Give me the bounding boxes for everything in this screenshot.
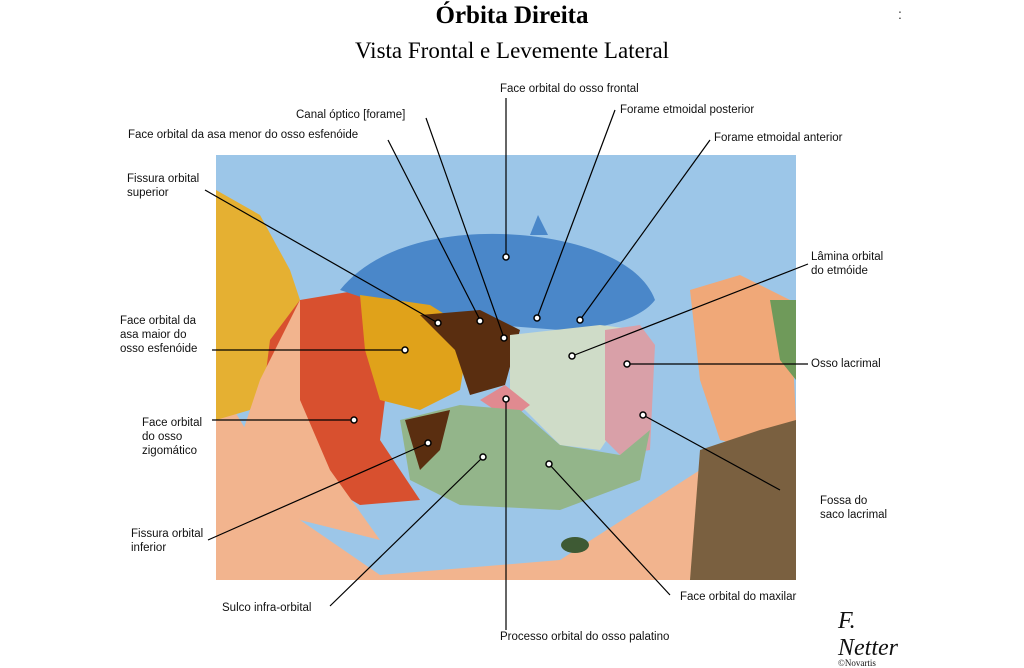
label-face-orbital-zigomatico: Face orbital do osso zigomático <box>142 417 203 457</box>
maxilla-orbital-face <box>400 405 650 510</box>
leader-fissura-superior <box>204 189 439 324</box>
lower-right-shadow <box>690 420 796 580</box>
point-forame-anterior <box>576 316 584 324</box>
netter-signature: F. Netter ©Novartis <box>838 608 908 668</box>
page-title: Órbita Direita <box>435 2 589 29</box>
temporal-region <box>216 190 300 420</box>
stray-mark: : <box>898 6 902 22</box>
label-points <box>350 253 647 468</box>
leader-lamina-etmoide <box>571 263 809 357</box>
leader-canal-optico <box>425 117 505 339</box>
superior-orbital-fissure-shape <box>420 310 520 395</box>
label-osso-lacrimal: Osso lacrimal <box>811 358 881 370</box>
infraorbital-foramen <box>561 537 589 553</box>
lower-bone-region <box>216 380 796 580</box>
point-sulco-infra <box>479 453 487 461</box>
label-sulco-infra-orbital: Sulco infra-orbital <box>222 602 312 614</box>
signature-mark: F. Netter <box>838 608 898 661</box>
nasal-bone <box>690 275 796 450</box>
label-forame-etmoidal-posterior: Forame etmoidal posterior <box>620 104 755 116</box>
point-zigomatico <box>350 416 358 424</box>
label-face-orbital-asa-maior: Face orbital da asa maior do osso esfenó… <box>120 315 198 355</box>
point-fossa-lacrimal <box>639 411 647 419</box>
label-forame-etmoidal-anterior: Forame etmoidal anterior <box>714 132 843 144</box>
point-asa-maior <box>401 346 409 354</box>
leader-fissura-inferior <box>207 442 429 541</box>
nasal-green-edge <box>770 300 796 380</box>
point-face-maxilar <box>545 460 553 468</box>
point-canal-optico <box>500 334 508 342</box>
leader-forame-etmoidal-anterior <box>579 139 711 321</box>
leader-face-maxilar <box>548 463 671 596</box>
frontal-spur <box>530 215 548 235</box>
point-lamina-etmoide <box>568 352 576 360</box>
leader-sulco-infra <box>329 456 484 607</box>
page-subtitle: Vista Frontal e Levemente Lateral <box>354 38 670 63</box>
label-face-orbital-frontal: Face orbital do osso frontal <box>500 83 639 95</box>
label-processo-orbital-palatino: Processo orbital do osso palatino <box>500 631 670 643</box>
point-asa-menor <box>476 317 484 325</box>
label-face-orbital-maxilar: Face orbital do maxilar <box>680 591 797 603</box>
point-fissura-superior <box>434 319 442 327</box>
label-face-orbital-asa-menor: Face orbital da asa menor do osso esfenó… <box>128 129 359 141</box>
zygomatic-rim <box>240 300 380 540</box>
point-forame-posterior <box>533 314 541 322</box>
point-processo-palatino <box>502 395 510 403</box>
point-osso-lacrimal <box>623 360 631 368</box>
lacrimal-bone <box>605 325 655 455</box>
point-face-orbital-frontal <box>502 253 510 261</box>
leader-asa-menor <box>387 139 481 321</box>
label-fossa-saco-lacrimal: Fossa do saco lacrimal <box>820 495 888 521</box>
label-fissura-orbital-superior: Fissura orbital superior <box>127 173 200 199</box>
leader-fossa-lacrimal <box>642 414 781 491</box>
point-fissura-inferior <box>424 439 432 447</box>
label-lamina-orbital-etmoide: Lâmina orbital do etmóide <box>811 251 884 277</box>
label-canal-optico: Canal óptico [forame] <box>296 109 406 121</box>
leader-forame-etmoidal-posterior <box>536 109 616 319</box>
leader-lines <box>204 98 809 630</box>
label-fissura-orbital-inferior: Fissura orbital inferior <box>131 528 204 554</box>
copyright-text: ©Novartis <box>838 658 876 668</box>
